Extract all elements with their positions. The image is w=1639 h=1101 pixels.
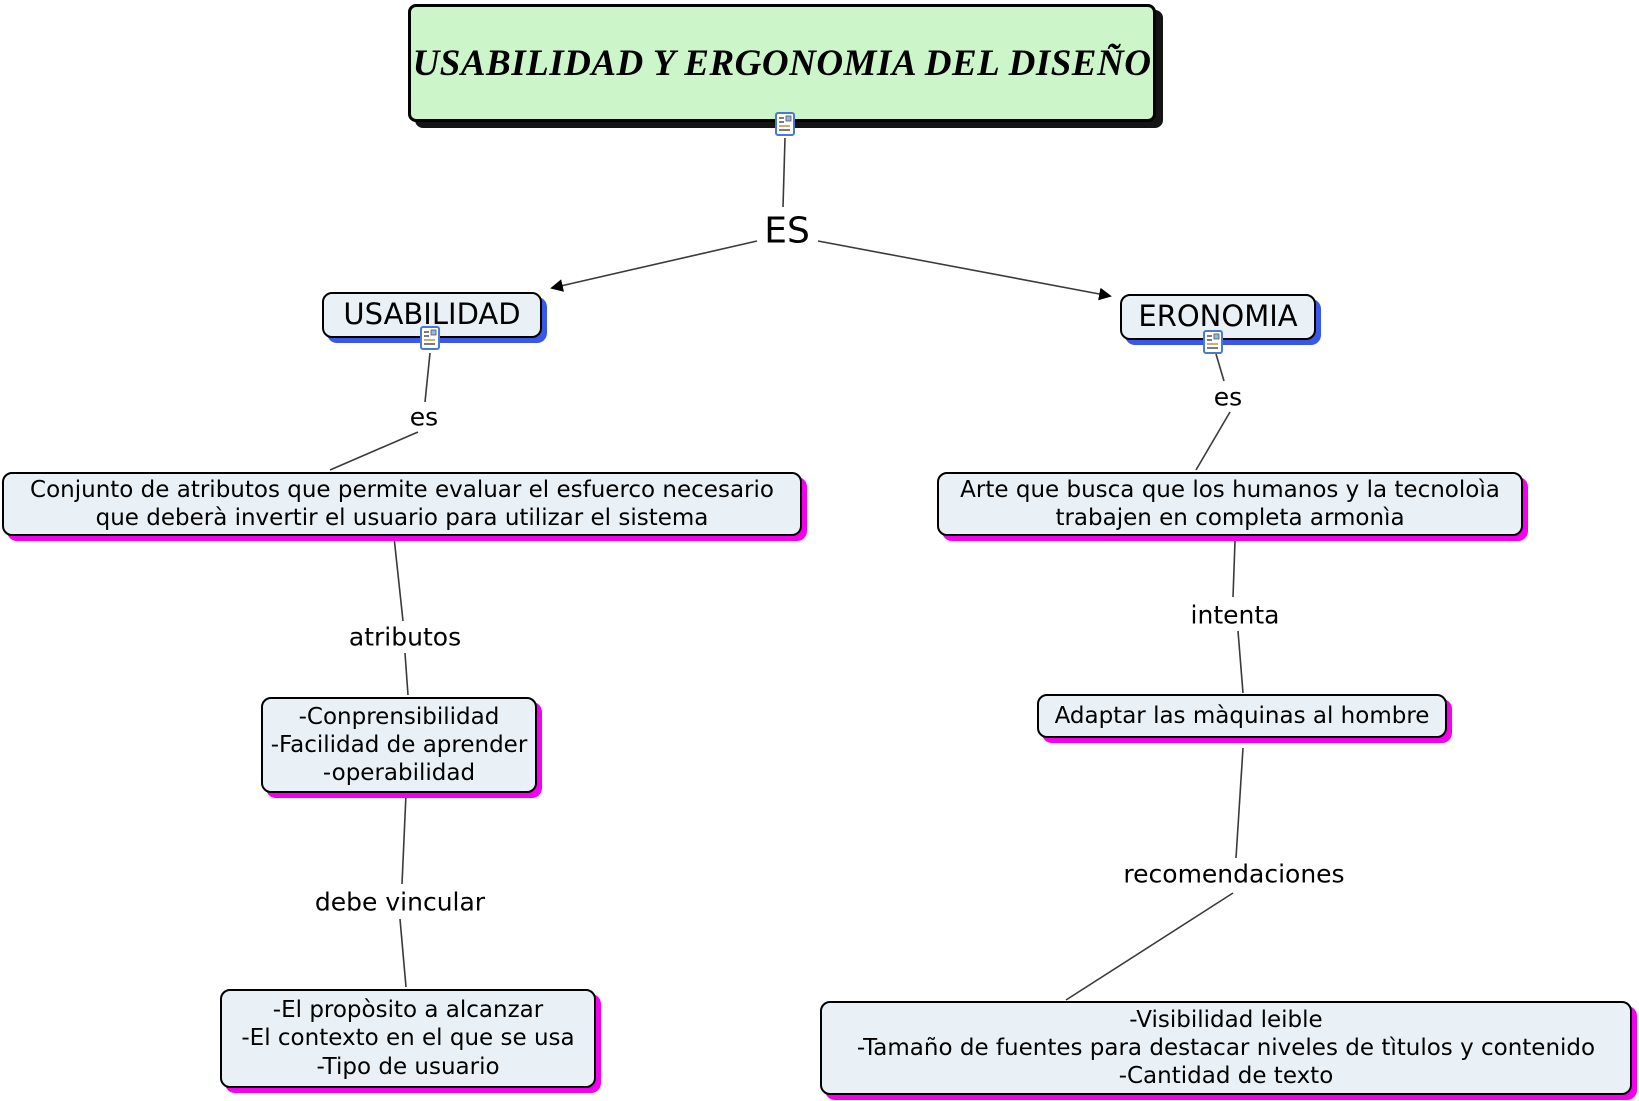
definition-eronomia-box[interactable]: Arte que busca que los humanos y la tecn…: [937, 472, 1523, 536]
definition-usabilidad-line2: que deberà invertir el usuario para util…: [95, 505, 709, 531]
attribute-item: -Facilidad de aprender: [270, 731, 528, 758]
connector-title-to-es: [782, 137, 786, 208]
recommendations-box[interactable]: -Visibilidad leible -Tamaño de fuentes p…: [820, 1001, 1632, 1095]
resource-link-icon[interactable]: [420, 326, 440, 350]
recommendation-item: -Cantidad de texto: [1118, 1063, 1334, 1090]
title-concept[interactable]: USABILIDAD Y ERGONOMIA DEL DISEÑO: [408, 4, 1156, 122]
connector-intenta-to-goal-box: [1237, 630, 1244, 694]
attributes-box[interactable]: -Conprensibilidad -Facilidad de aprender…: [261, 697, 537, 793]
connector-definition-to-intenta: [1232, 540, 1236, 598]
concept-eronomia-label: ERONOMIA: [1138, 299, 1298, 334]
recommendation-item: -Tamaño de fuentes para destacar niveles…: [856, 1034, 1596, 1061]
link-phrase-debe-vincular[interactable]: debe vincular: [309, 887, 491, 917]
attribute-item: -operabilidad: [322, 760, 476, 787]
goal-text: Adaptar las màquinas al hombre: [1054, 702, 1430, 729]
vincular-item: -El propòsito a alcanzar: [272, 997, 544, 1024]
connector-debevincular-to-vincular-box: [399, 918, 407, 988]
recommendation-item: -Visibilidad leible: [1129, 1006, 1323, 1033]
link-phrase-es-right[interactable]: es: [1208, 382, 1248, 412]
connector-atributos-to-attributes-box: [404, 652, 409, 696]
vincular-box[interactable]: -El propòsito a alcanzar -El contexto en…: [220, 989, 596, 1088]
connector-es-to-eronomia: [817, 240, 1112, 301]
link-phrase-atributos[interactable]: atributos: [343, 622, 467, 652]
definition-usabilidad-line1: Conjunto de atributos que permite evalua…: [30, 476, 774, 503]
link-phrase-es-root[interactable]: ES: [759, 210, 815, 252]
connector-recomendaciones-to-recommendations-box: [1065, 892, 1234, 1001]
connector-es-to-definition-left: [329, 431, 419, 471]
connector-es-to-usabilidad: [550, 240, 758, 292]
concept-usabilidad-label: USABILIDAD: [343, 297, 521, 332]
connector-goal-to-recomendaciones: [1235, 747, 1244, 859]
link-phrase-intenta[interactable]: intenta: [1185, 600, 1285, 630]
vincular-item: -El contexto en el que se usa: [241, 1025, 575, 1052]
link-phrase-es-left[interactable]: es: [404, 402, 444, 432]
title-text: USABILIDAD Y ERGONOMIA DEL DISEÑO: [412, 42, 1152, 84]
definition-usabilidad-box[interactable]: Conjunto de atributos que permite evalua…: [2, 472, 802, 536]
definition-eronomia-line2: trabajen en completa armonìa: [1055, 505, 1405, 531]
connector-definition-to-atributos: [393, 536, 404, 622]
resource-link-icon[interactable]: [775, 112, 795, 136]
resource-link-icon[interactable]: [1203, 330, 1223, 354]
vincular-item: -Tipo de usuario: [316, 1053, 500, 1080]
link-phrase-recomendaciones[interactable]: recomendaciones: [1118, 859, 1350, 889]
definition-eronomia-line1: Arte que busca que los humanos y la tecn…: [960, 476, 1500, 503]
goal-box[interactable]: Adaptar las màquinas al hombre: [1037, 694, 1447, 738]
connector-eronomia-to-es: [1215, 353, 1225, 382]
attribute-item: -Conprensibilidad: [298, 703, 500, 730]
connector-usabilidad-to-es: [424, 352, 431, 403]
connector-es-to-definition-right: [1195, 411, 1231, 471]
connector-attributes-to-debevincular: [401, 793, 407, 885]
